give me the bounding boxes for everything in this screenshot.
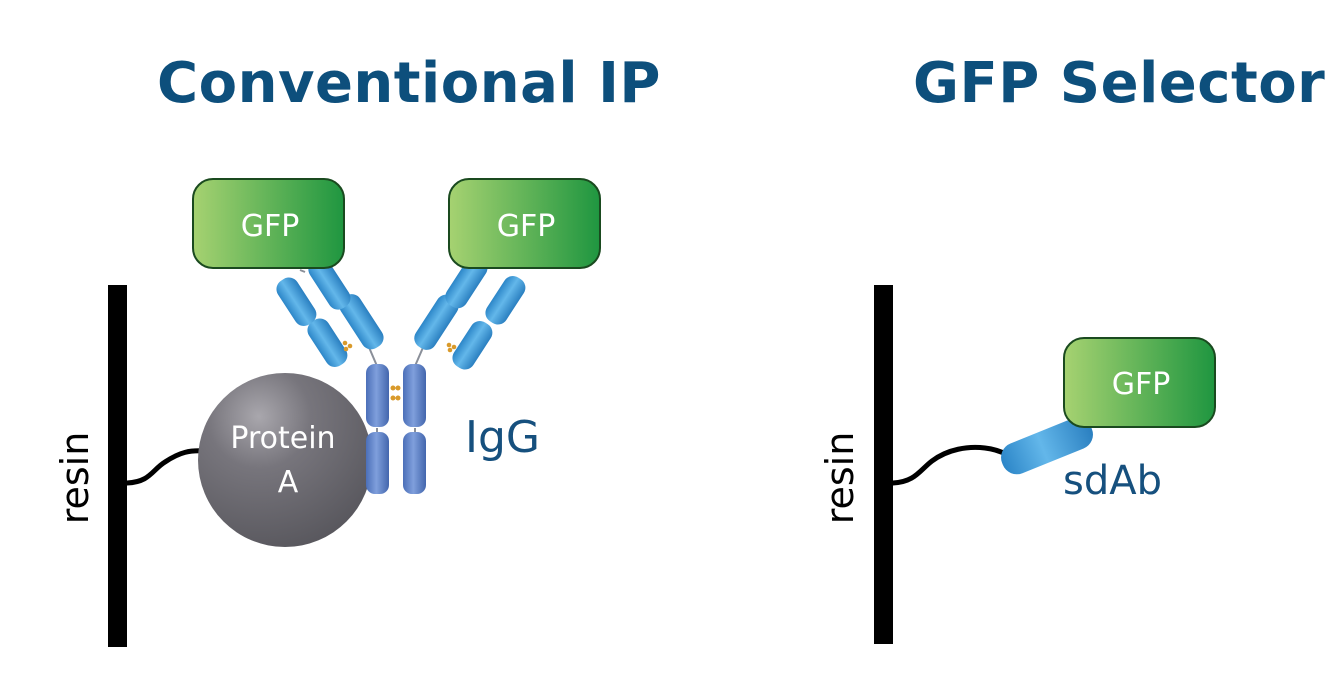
linker-right [890,444,1011,486]
igg-fab-left-heavy-1 [339,294,384,350]
igg-fab-right-heavy-2 [445,256,488,309]
gfp-box-right [448,178,601,269]
igg-label: IgG [465,412,540,463]
protein-a-label-line2: A [278,465,299,500]
gfp-label-right: GFP [497,209,556,244]
igg-heavy-fc-right-upper [403,364,426,427]
igg-heavy-fc-right-lower [403,432,426,494]
igg-fab-right-light-1 [452,321,493,370]
igg-heavy-fc-left-lower [366,432,389,494]
sdab-nanobody [1001,417,1093,475]
gfp-box-selector [1063,337,1216,428]
igg-fab-left-light-1 [307,318,348,367]
resin-label-left: resin [53,432,97,525]
igg-fab-right-heavy-1 [414,294,459,350]
protein-a-label-line1: Protein [230,421,335,456]
igg-fab-left-light-2 [276,277,317,326]
igg-fab-right-light-2 [485,276,526,325]
igg-heavy-fc-left-upper [366,364,389,427]
title-gfp-selector: GFP Selector [913,51,1326,116]
linker-left [124,448,208,486]
title-conventional-ip: Conventional IP [157,51,661,116]
igg-antibody [276,256,526,494]
gfp-label-selector: GFP [1112,367,1171,402]
protein-a-sphere [198,373,372,547]
resin-bar-right [874,285,893,644]
resin-label-right: resin [818,432,862,525]
igg-fab-left-heavy-2 [308,257,351,310]
resin-bar-left [108,285,127,647]
sdab-label: sdAb [1063,458,1162,504]
gfp-label-left: GFP [241,209,300,244]
gfp-box-left [192,178,345,269]
